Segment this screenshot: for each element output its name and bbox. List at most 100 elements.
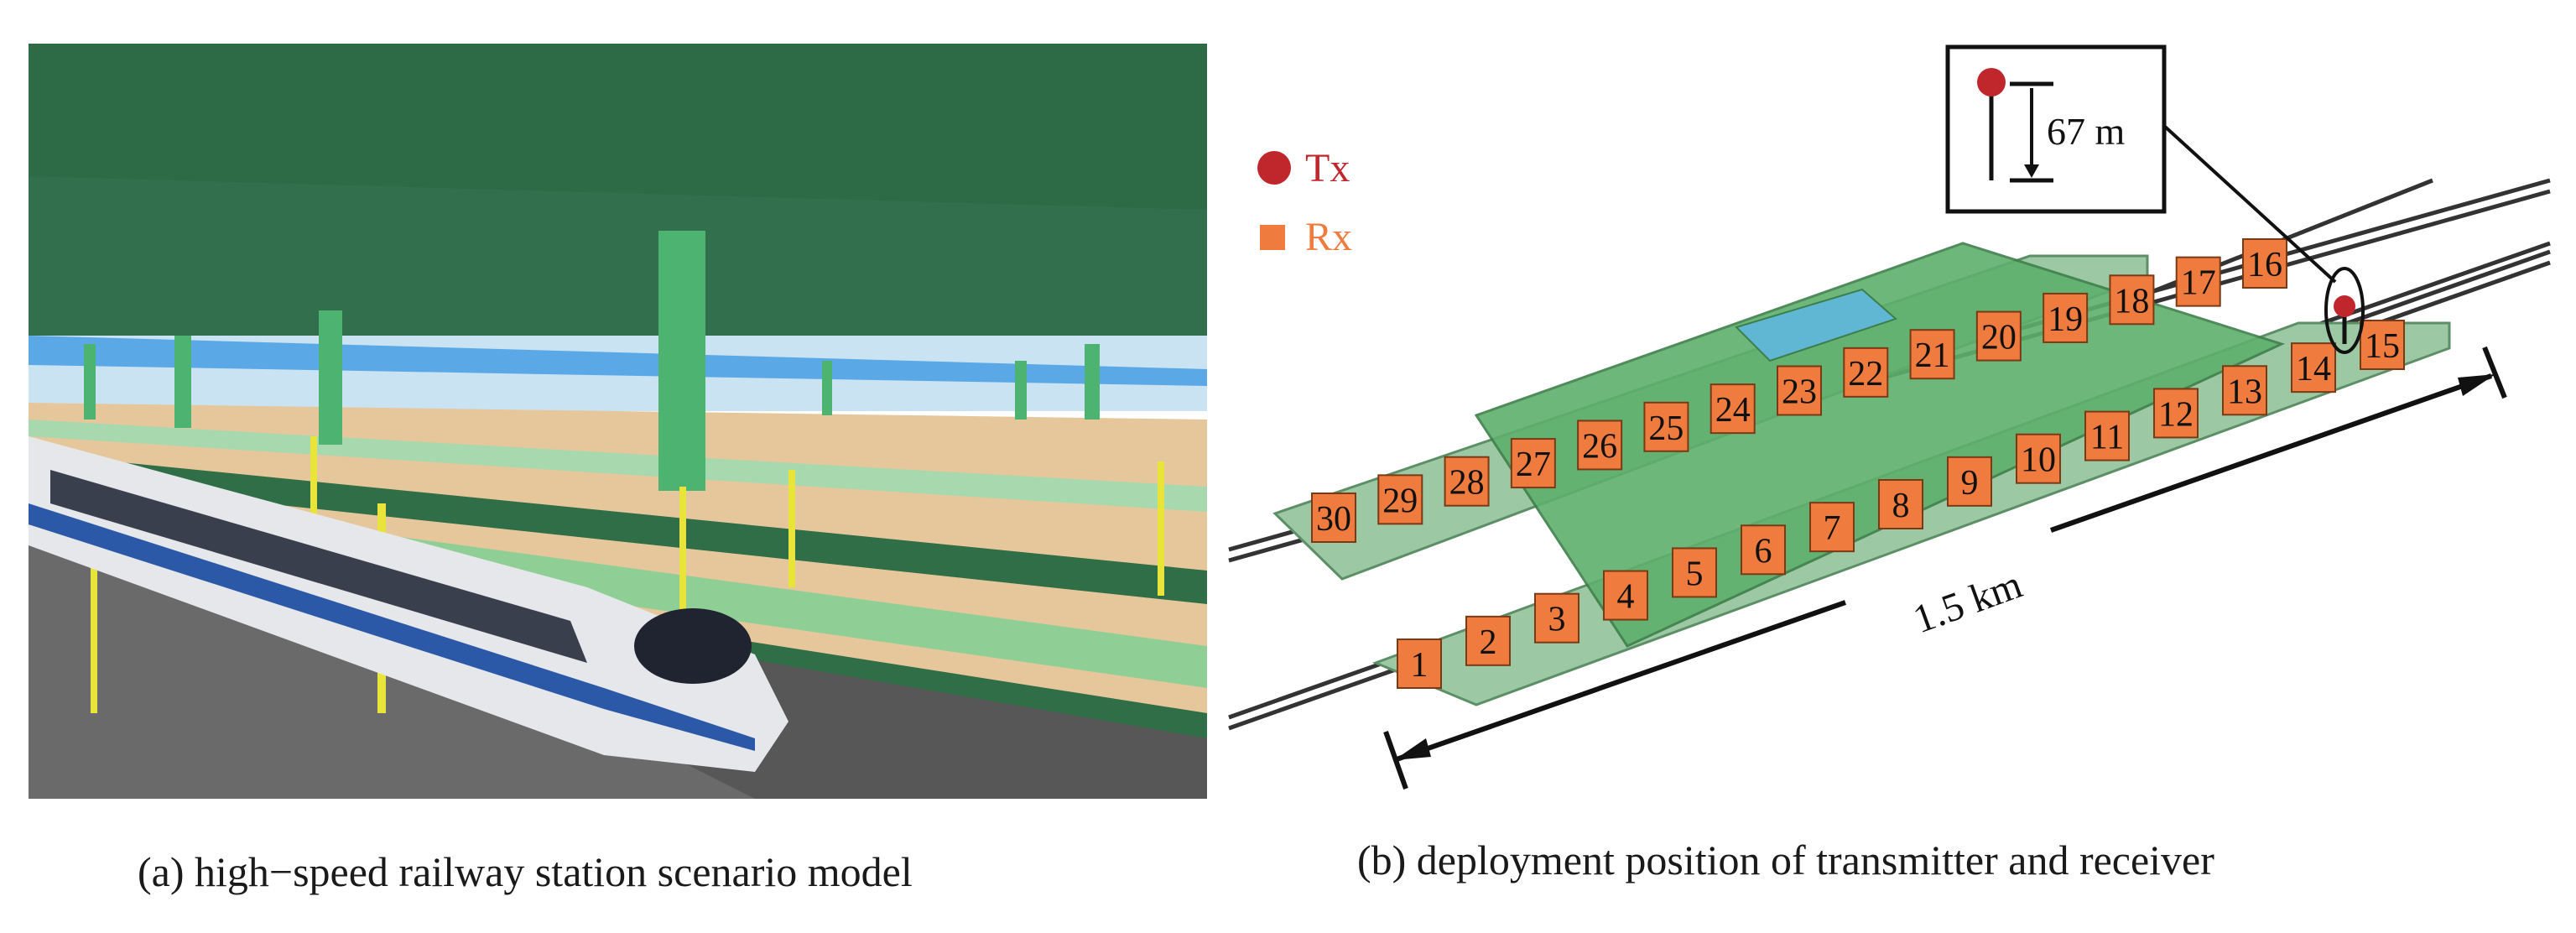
receiver-box-bg xyxy=(2043,292,2089,343)
receiver-layer: 1234567891011121314151617181920212223242… xyxy=(1311,238,2405,689)
catenary-pole xyxy=(788,470,795,587)
receiver-box: 20 xyxy=(1975,310,2022,362)
receiver-box-bg xyxy=(1534,592,1579,644)
receiver-label: 20 xyxy=(1981,319,2017,357)
receiver-label: 4 xyxy=(1617,578,1635,617)
receiver-box: 24 xyxy=(1710,383,1756,435)
receiver-box: 10 xyxy=(2016,433,2061,484)
receiver-box: 16 xyxy=(2242,238,2287,289)
distance-label: 1.5 km xyxy=(1907,562,2027,642)
receiver-box-bg xyxy=(2222,365,2267,416)
pillar xyxy=(1085,344,1100,420)
receiver-box-bg xyxy=(1947,456,1992,507)
receiver-label: 28 xyxy=(1449,464,1485,503)
receiver-box-bg xyxy=(2153,388,2199,439)
caption-panel-a: (a) high−speed railway station scenario … xyxy=(138,848,913,895)
inset-dim-arrow-down xyxy=(2024,164,2039,178)
receiver-box: 28 xyxy=(1444,456,1490,507)
receiver-box-bg xyxy=(1777,365,1822,416)
receiver-box-bg xyxy=(1672,547,1717,598)
receiver-label: 30 xyxy=(1316,500,1351,539)
receiver-box: 26 xyxy=(1577,420,1623,471)
legend-rx-label: Rx xyxy=(1305,215,1352,259)
station-hall xyxy=(1474,242,2286,648)
receiver-label: 9 xyxy=(1961,464,1979,503)
receiver-box-bg xyxy=(2084,410,2130,461)
receiver-box-bg xyxy=(1603,570,1648,621)
receiver-label: 29 xyxy=(1382,482,1418,520)
receiver-box: 9 xyxy=(1947,456,1992,507)
legend-tx-label: Tx xyxy=(1305,146,1350,190)
receiver-box: 22 xyxy=(1843,347,1889,398)
legend-tx-marker xyxy=(1257,151,1291,185)
pillar xyxy=(822,361,832,415)
tx-highlight-ellipse xyxy=(2324,267,2365,354)
receiver-box: 18 xyxy=(2109,274,2155,326)
receiver-box: 21 xyxy=(1909,329,1955,380)
legend: Tx Rx xyxy=(1257,146,1352,259)
receiver-box: 19 xyxy=(2043,292,2089,343)
receiver-box: 6 xyxy=(1741,524,1786,576)
receiver-label: 24 xyxy=(1715,391,1751,430)
legend-rx-marker xyxy=(1260,225,1285,250)
receiver-label: 18 xyxy=(2114,282,2149,321)
receiver-box-bg xyxy=(1643,401,1689,452)
distance-tick-left xyxy=(1383,731,1408,790)
receiver-label: 8 xyxy=(1892,487,1910,525)
receiver-label: 12 xyxy=(2158,395,2194,434)
receiver-box: 1 xyxy=(1397,639,1442,689)
inset-box xyxy=(1945,44,2167,214)
caption-panel-b: (b) deployment position of transmitter a… xyxy=(1357,837,2214,883)
distance-line-right xyxy=(2050,373,2492,533)
catenary-pole xyxy=(679,487,686,638)
receiver-box: 14 xyxy=(2291,342,2336,394)
receiver-box-bg xyxy=(1909,329,1955,380)
receiver-box-bg xyxy=(2175,256,2221,307)
receiver-label: 11 xyxy=(2090,419,2124,457)
receiver-box-bg xyxy=(1397,639,1442,689)
receiver-box: 2 xyxy=(1465,615,1511,666)
receiver-box: 12 xyxy=(2153,388,2199,439)
inset-tx-marker xyxy=(1977,68,2006,96)
receiver-label: 19 xyxy=(2048,300,2083,339)
inset-leader-line xyxy=(2162,124,2337,284)
receiver-label: 3 xyxy=(1548,601,1566,639)
receiver-box: 11 xyxy=(2084,410,2130,461)
receiver-label: 7 xyxy=(1824,509,1841,548)
receiver-box-bg xyxy=(2109,274,2155,326)
receiver-box-bg xyxy=(1878,479,1923,529)
receiver-box-bg xyxy=(2360,320,2405,370)
receiver-box-bg xyxy=(1377,474,1423,525)
receiver-box-bg xyxy=(2242,238,2287,289)
panel-b-scene: 1234567891011121314151617181920212223242… xyxy=(1228,44,2551,790)
receiver-box-bg xyxy=(2291,342,2336,394)
receiver-box-bg xyxy=(1311,493,1356,543)
receiver-box-bg xyxy=(1809,502,1855,553)
pillar xyxy=(174,336,191,428)
pillar xyxy=(1015,361,1027,420)
hall-roof-blue xyxy=(1735,288,1897,362)
green-band-2 xyxy=(29,453,1207,604)
transmitter-marker xyxy=(2334,295,2355,317)
distance-arrow-left xyxy=(1394,738,1431,760)
receiver-box-bg xyxy=(1710,383,1756,435)
pillar xyxy=(84,344,96,420)
receiver-box: 15 xyxy=(2360,320,2405,370)
receiver-label: 14 xyxy=(2296,350,2331,388)
receiver-box: 17 xyxy=(2175,256,2221,307)
receiver-label: 1 xyxy=(1411,646,1429,685)
canopy-underside xyxy=(29,176,1207,336)
receiver-box-bg xyxy=(1577,420,1623,471)
receiver-label: 23 xyxy=(1782,373,1817,412)
receiver-box: 13 xyxy=(2222,365,2267,416)
receiver-box: 29 xyxy=(1377,474,1423,525)
receiver-label: 2 xyxy=(1480,623,1497,662)
receiver-label: 26 xyxy=(1582,427,1617,466)
receiver-box-bg xyxy=(2016,433,2061,484)
receiver-box: 3 xyxy=(1534,592,1579,644)
train xyxy=(29,436,788,772)
receiver-box: 4 xyxy=(1603,570,1648,621)
receiver-box: 7 xyxy=(1809,502,1855,553)
height-label: 67 m xyxy=(2047,110,2126,153)
receiver-label: 10 xyxy=(2021,441,2056,480)
